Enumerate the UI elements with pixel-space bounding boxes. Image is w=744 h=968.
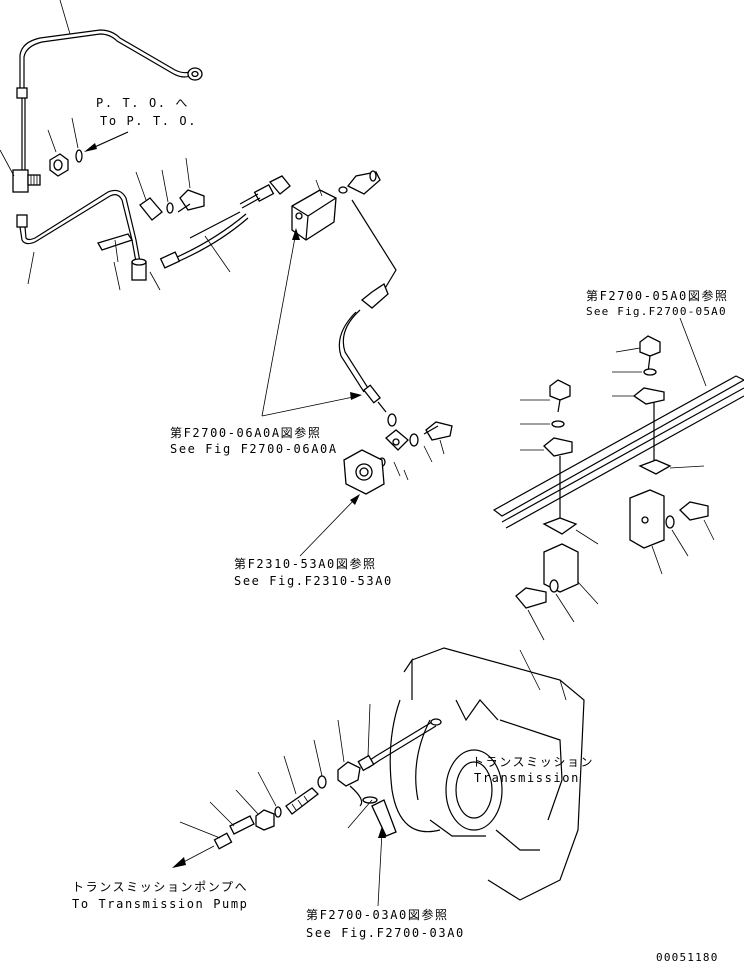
fig-53a0-callout-en: See Fig.F2310-53A0	[234, 574, 393, 588]
transmission-housing	[389, 647, 585, 901]
transmission-label-en: Transmission	[474, 771, 580, 785]
transmission-label-jp: トランスミッション	[472, 755, 595, 769]
drawing-number: 00051180	[656, 951, 719, 964]
fig-05a0-callout-en: See Fig.F2700-05A0	[586, 305, 727, 318]
fig-53a0-callout-jp: 第F2310-53A0図参照	[234, 557, 377, 571]
pto-callout-en: To P. T. O.	[100, 114, 198, 128]
fig-06a0a-callout-en: See Fig F2700-06A0A	[170, 442, 338, 456]
fig-06a0a-callout-jp: 第F2700-06A0A図参照	[170, 426, 322, 440]
fig-03a0-callout-en: See Fig.F2700-03A0	[306, 926, 465, 940]
fig-05a0-callout-jp: 第F2700-05A0図参照	[586, 289, 729, 303]
pump-callout-jp: トランスミッションポンプへ	[72, 880, 249, 894]
pto-callout-jp: P. T. O. へ	[96, 96, 190, 110]
flange-assembly	[299, 413, 453, 557]
hose-and-block-assembly	[159, 170, 397, 417]
rail-bracket-assembly	[492, 317, 744, 641]
fig-03a0-callout-jp: 第F2700-03A0図参照	[306, 908, 449, 922]
transmission-hose-assembly	[172, 703, 442, 907]
pto-tube-assembly	[0, 0, 205, 291]
pump-callout-en: To Transmission Pump	[72, 897, 249, 911]
